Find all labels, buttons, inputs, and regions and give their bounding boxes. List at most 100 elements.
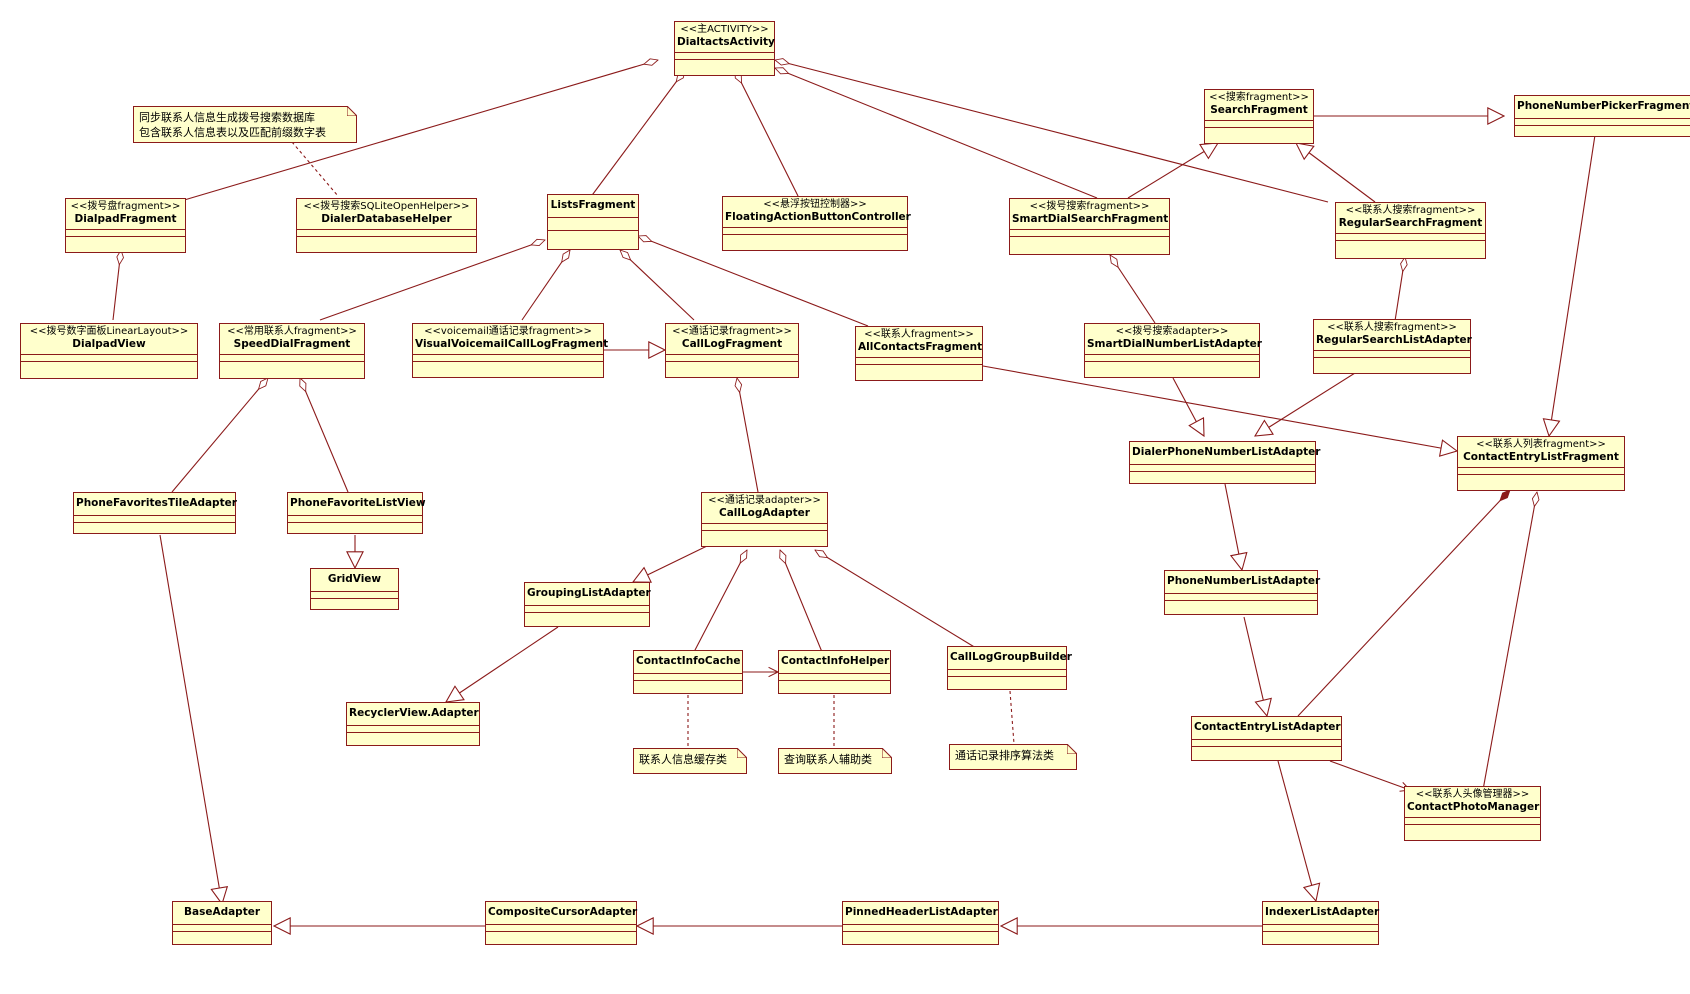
class-base-adapter[interactable]: BaseAdapter xyxy=(172,901,272,945)
class-call-log-group-builder[interactable]: CallLogGroupBuilder xyxy=(947,646,1072,690)
note-call-log-group-builder: 通话记录排序算法类 xyxy=(949,744,1077,770)
operations xyxy=(675,60,774,66)
calllogadapter-extends-grouping xyxy=(633,545,708,582)
dialtacts-to-lists xyxy=(589,70,685,199)
class-smart-dial-number-list-adapter[interactable]: <<拨号搜索adapter>>SmartDialNumberListAdapte… xyxy=(1084,323,1262,378)
note-dialer-database: 同步联系人信息生成拨号搜索数据库 包含联系人信息表以及匹配前缀数字表 xyxy=(133,106,357,143)
class-name: PhoneFavoritesTileAdapter xyxy=(76,497,237,509)
class-dialer-database-helper[interactable]: <<拨号搜索SQLiteOpenHelper>>DialerDatabaseHe… xyxy=(296,198,477,253)
class-dialpad-fragment[interactable]: <<拨号盘fragment>>DialpadFragment xyxy=(65,198,186,253)
class-recycler-view-adapter[interactable]: RecyclerView.Adapter xyxy=(346,702,480,746)
class-search-fragment[interactable]: <<搜索fragment>>SearchFragment xyxy=(1204,89,1314,144)
note-line: 查询联系人辅助类 xyxy=(784,753,872,766)
operations xyxy=(702,531,827,537)
stereotype: <<常用联系人fragment>> xyxy=(227,326,357,337)
dialtacts-to-fab xyxy=(734,70,799,197)
class-lists-fragment[interactable]: ListsFragment xyxy=(547,194,639,250)
grouping-extends-recycler xyxy=(446,626,559,702)
entryadapter-extends-indexer xyxy=(1277,760,1316,901)
attributes xyxy=(843,925,998,932)
class-name: ContactEntryListAdapter xyxy=(1194,721,1341,733)
operations xyxy=(1130,472,1315,478)
operations xyxy=(1010,237,1169,243)
class-name: BaseAdapter xyxy=(183,906,261,918)
class-contact-entry-list-adapter[interactable]: ContactEntryListAdapter xyxy=(1191,716,1342,761)
attributes xyxy=(220,355,364,362)
dialpad-to-view xyxy=(112,250,121,321)
class-dialtacts-activity[interactable]: <<主ACTIVITY>>DialtactsActivity xyxy=(674,21,775,76)
calllogadapter-to-helper xyxy=(780,550,823,653)
smartdial-to-adapter xyxy=(1110,255,1156,324)
note-line: 同步联系人信息生成拨号搜索数据库 xyxy=(139,111,315,124)
note-contact-info-helper: 查询联系人辅助类 xyxy=(778,748,892,774)
class-phone-number-picker[interactable]: PhoneNumberPickerFragment xyxy=(1514,95,1690,137)
dialtacts-to-smartdial xyxy=(775,68,1098,199)
note-contact-info-cache: 联系人信息缓存类 xyxy=(633,748,747,774)
class-name: CompositeCursorAdapter xyxy=(488,906,638,918)
class-name: CallLogAdapter xyxy=(719,507,810,519)
class-regular-search-list-adapter[interactable]: <<联系人搜索fragment>>RegularSearchListAdapte… xyxy=(1313,319,1472,374)
class-name: ContactInfoHelper xyxy=(781,655,890,667)
class-call-log-adapter[interactable]: <<通话记录adapter>>CallLogAdapter xyxy=(701,492,828,547)
calllogadapter-to-cache xyxy=(693,550,748,653)
class-contact-entry-list-fragment[interactable]: <<联系人列表fragment>>ContactEntryListFragmen… xyxy=(1457,436,1625,491)
stereotype: <<搜索fragment>> xyxy=(1209,92,1309,103)
operations xyxy=(1205,128,1313,134)
class-indexer-list-adapter[interactable]: IndexerListAdapter xyxy=(1262,901,1379,945)
lists-to-allcontacts xyxy=(638,236,869,327)
attributes xyxy=(1336,234,1485,241)
class-name: SpeedDialFragment xyxy=(233,338,351,350)
stereotype: <<联系人头像管理器>> xyxy=(1415,789,1530,800)
operations xyxy=(66,237,185,243)
operations xyxy=(1263,932,1378,938)
class-speed-dial-fragment[interactable]: <<常用联系人fragment>>SpeedDialFragment xyxy=(219,323,365,379)
operations xyxy=(1165,601,1317,607)
attributes xyxy=(1010,230,1169,237)
class-smart-dial-search-fragment[interactable]: <<拨号搜索fragment>>SmartDialSearchFragment xyxy=(1009,198,1170,255)
attributes xyxy=(548,218,638,231)
class-fab-controller[interactable]: <<悬浮按钮控制器>>FloatingActionButtonControlle… xyxy=(722,196,911,251)
class-name: PinnedHeaderListAdapter xyxy=(845,906,998,918)
entrylist-composes-entryadapter xyxy=(1297,490,1510,717)
class-grouping-list-adapter[interactable]: GroupingListAdapter xyxy=(524,582,651,627)
attributes xyxy=(486,925,636,932)
class-regular-search-fragment[interactable]: <<联系人搜索fragment>>RegularSearchFragment xyxy=(1335,202,1486,259)
attributes xyxy=(1165,594,1317,601)
attributes xyxy=(1130,465,1315,472)
attributes xyxy=(297,230,476,237)
operations xyxy=(311,599,398,605)
class-call-log-fragment[interactable]: <<通话记录fragment>>CallLogFragment xyxy=(665,323,799,378)
stereotype: <<拨号搜索fragment>> xyxy=(1029,201,1150,212)
class-pinned-header-list-adapter[interactable]: PinnedHeaderListAdapter xyxy=(842,901,999,945)
class-dialpad-view[interactable]: <<拨号数字面板LinearLayout>>DialpadView xyxy=(20,323,198,379)
class-contact-photo-manager[interactable]: <<联系人头像管理器>>ContactPhotoManager xyxy=(1404,786,1541,841)
class-dialer-phone-number-list-adapter[interactable]: DialerPhoneNumberListAdapter xyxy=(1129,441,1320,484)
class-name: CallLogGroupBuilder xyxy=(950,651,1072,663)
class-name: RegularSearchListAdapter xyxy=(1316,334,1472,346)
lists-to-voicemail xyxy=(521,250,570,321)
class-grid-view[interactable]: GridView xyxy=(310,568,399,610)
attributes xyxy=(1458,468,1624,475)
operations xyxy=(21,362,197,368)
regularadapter-extends-dialeradapter xyxy=(1255,372,1356,436)
class-composite-cursor-adapter[interactable]: CompositeCursorAdapter xyxy=(485,901,637,945)
class-visual-voicemail-fragment[interactable]: <<voicemail通话记录fragment>>VisualVoicemail… xyxy=(412,323,608,378)
operations xyxy=(723,235,907,241)
regular-to-adapter xyxy=(1394,257,1405,322)
lists-to-speeddial xyxy=(319,240,545,321)
class-phone-favorite-list-view[interactable]: PhoneFavoriteListView xyxy=(287,492,426,534)
class-name: ListsFragment xyxy=(550,199,636,211)
operations xyxy=(1314,358,1470,364)
attributes xyxy=(1192,740,1341,747)
class-all-contacts-fragment[interactable]: <<联系人fragment>>AllContactsFragment xyxy=(855,326,983,381)
class-contact-info-helper[interactable]: ContactInfoHelper xyxy=(778,650,891,694)
allcontacts-extends-entrylist xyxy=(982,365,1457,451)
class-contact-info-cache[interactable]: ContactInfoCache xyxy=(633,650,743,694)
class-name: SmartDialNumberListAdapter xyxy=(1087,338,1262,350)
tile-extends-base xyxy=(159,534,222,904)
class-phone-number-list-adapter[interactable]: PhoneNumberListAdapter xyxy=(1164,570,1320,615)
operations xyxy=(1192,747,1341,753)
class-phone-favorites-tile-adapter[interactable]: PhoneFavoritesTileAdapter xyxy=(73,492,237,534)
speeddial-to-tile xyxy=(171,378,268,493)
